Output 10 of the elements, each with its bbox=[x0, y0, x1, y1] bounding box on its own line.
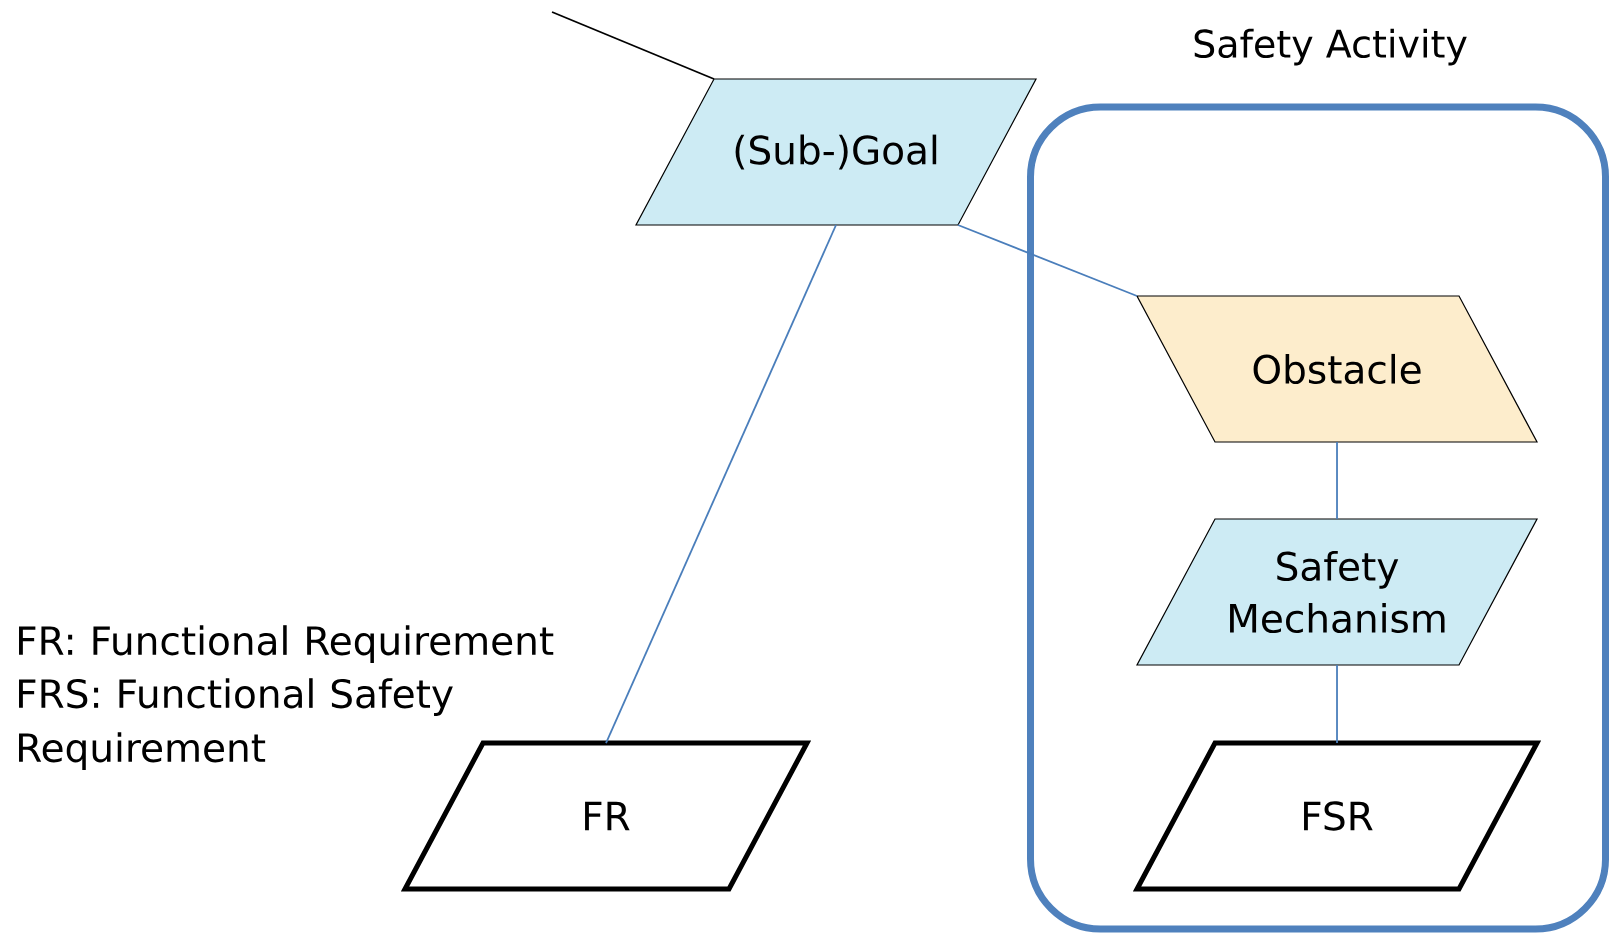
connector-line bbox=[1336, 441, 1338, 520]
connector-line bbox=[957, 224, 1138, 297]
connector-line bbox=[1336, 664, 1338, 744]
parallelogram-box: Obstacle bbox=[1136, 295, 1538, 443]
parallelogram-box: Safety Mechanism bbox=[1136, 518, 1538, 666]
connector-line bbox=[551, 11, 715, 80]
node-label: Safety Activity bbox=[1194, 28, 1467, 66]
legend-note: FR: Functional Requirement bbox=[19, 625, 554, 663]
connector-line bbox=[605, 224, 837, 744]
parallelogram-box: (Sub-)Goal bbox=[635, 78, 1037, 226]
